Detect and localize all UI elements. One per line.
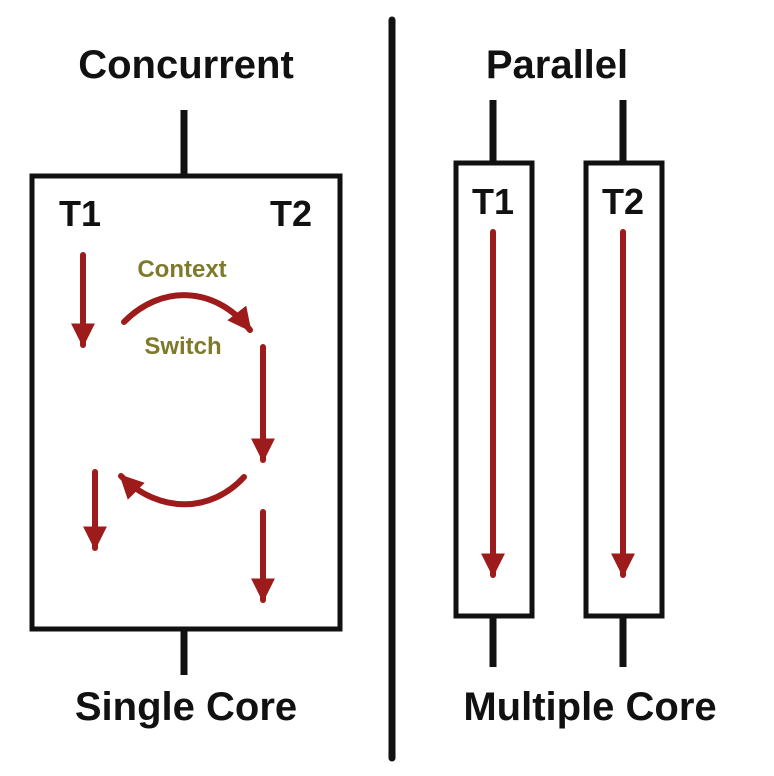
- parallel-thread1-label: T1: [472, 181, 514, 222]
- concurrent-thread1-label: T1: [59, 193, 101, 234]
- context-switch-arrow-to-t2: [121, 292, 253, 333]
- context-switch-label-line1: Context: [137, 256, 226, 283]
- concurrent-thread2-label: T2: [270, 193, 312, 234]
- parallel-title: Parallel: [486, 43, 628, 87]
- multiple-core-label: Multiple Core: [463, 685, 716, 729]
- single-core-box: [29, 173, 343, 632]
- single-core-label: Single Core: [75, 685, 297, 729]
- context-switch-arrow-to-t1: [118, 473, 247, 508]
- parallel-thread2-label: T2: [602, 181, 644, 222]
- concurrent-title: Concurrent: [78, 43, 294, 87]
- context-switch-label-line2: Switch: [144, 333, 221, 360]
